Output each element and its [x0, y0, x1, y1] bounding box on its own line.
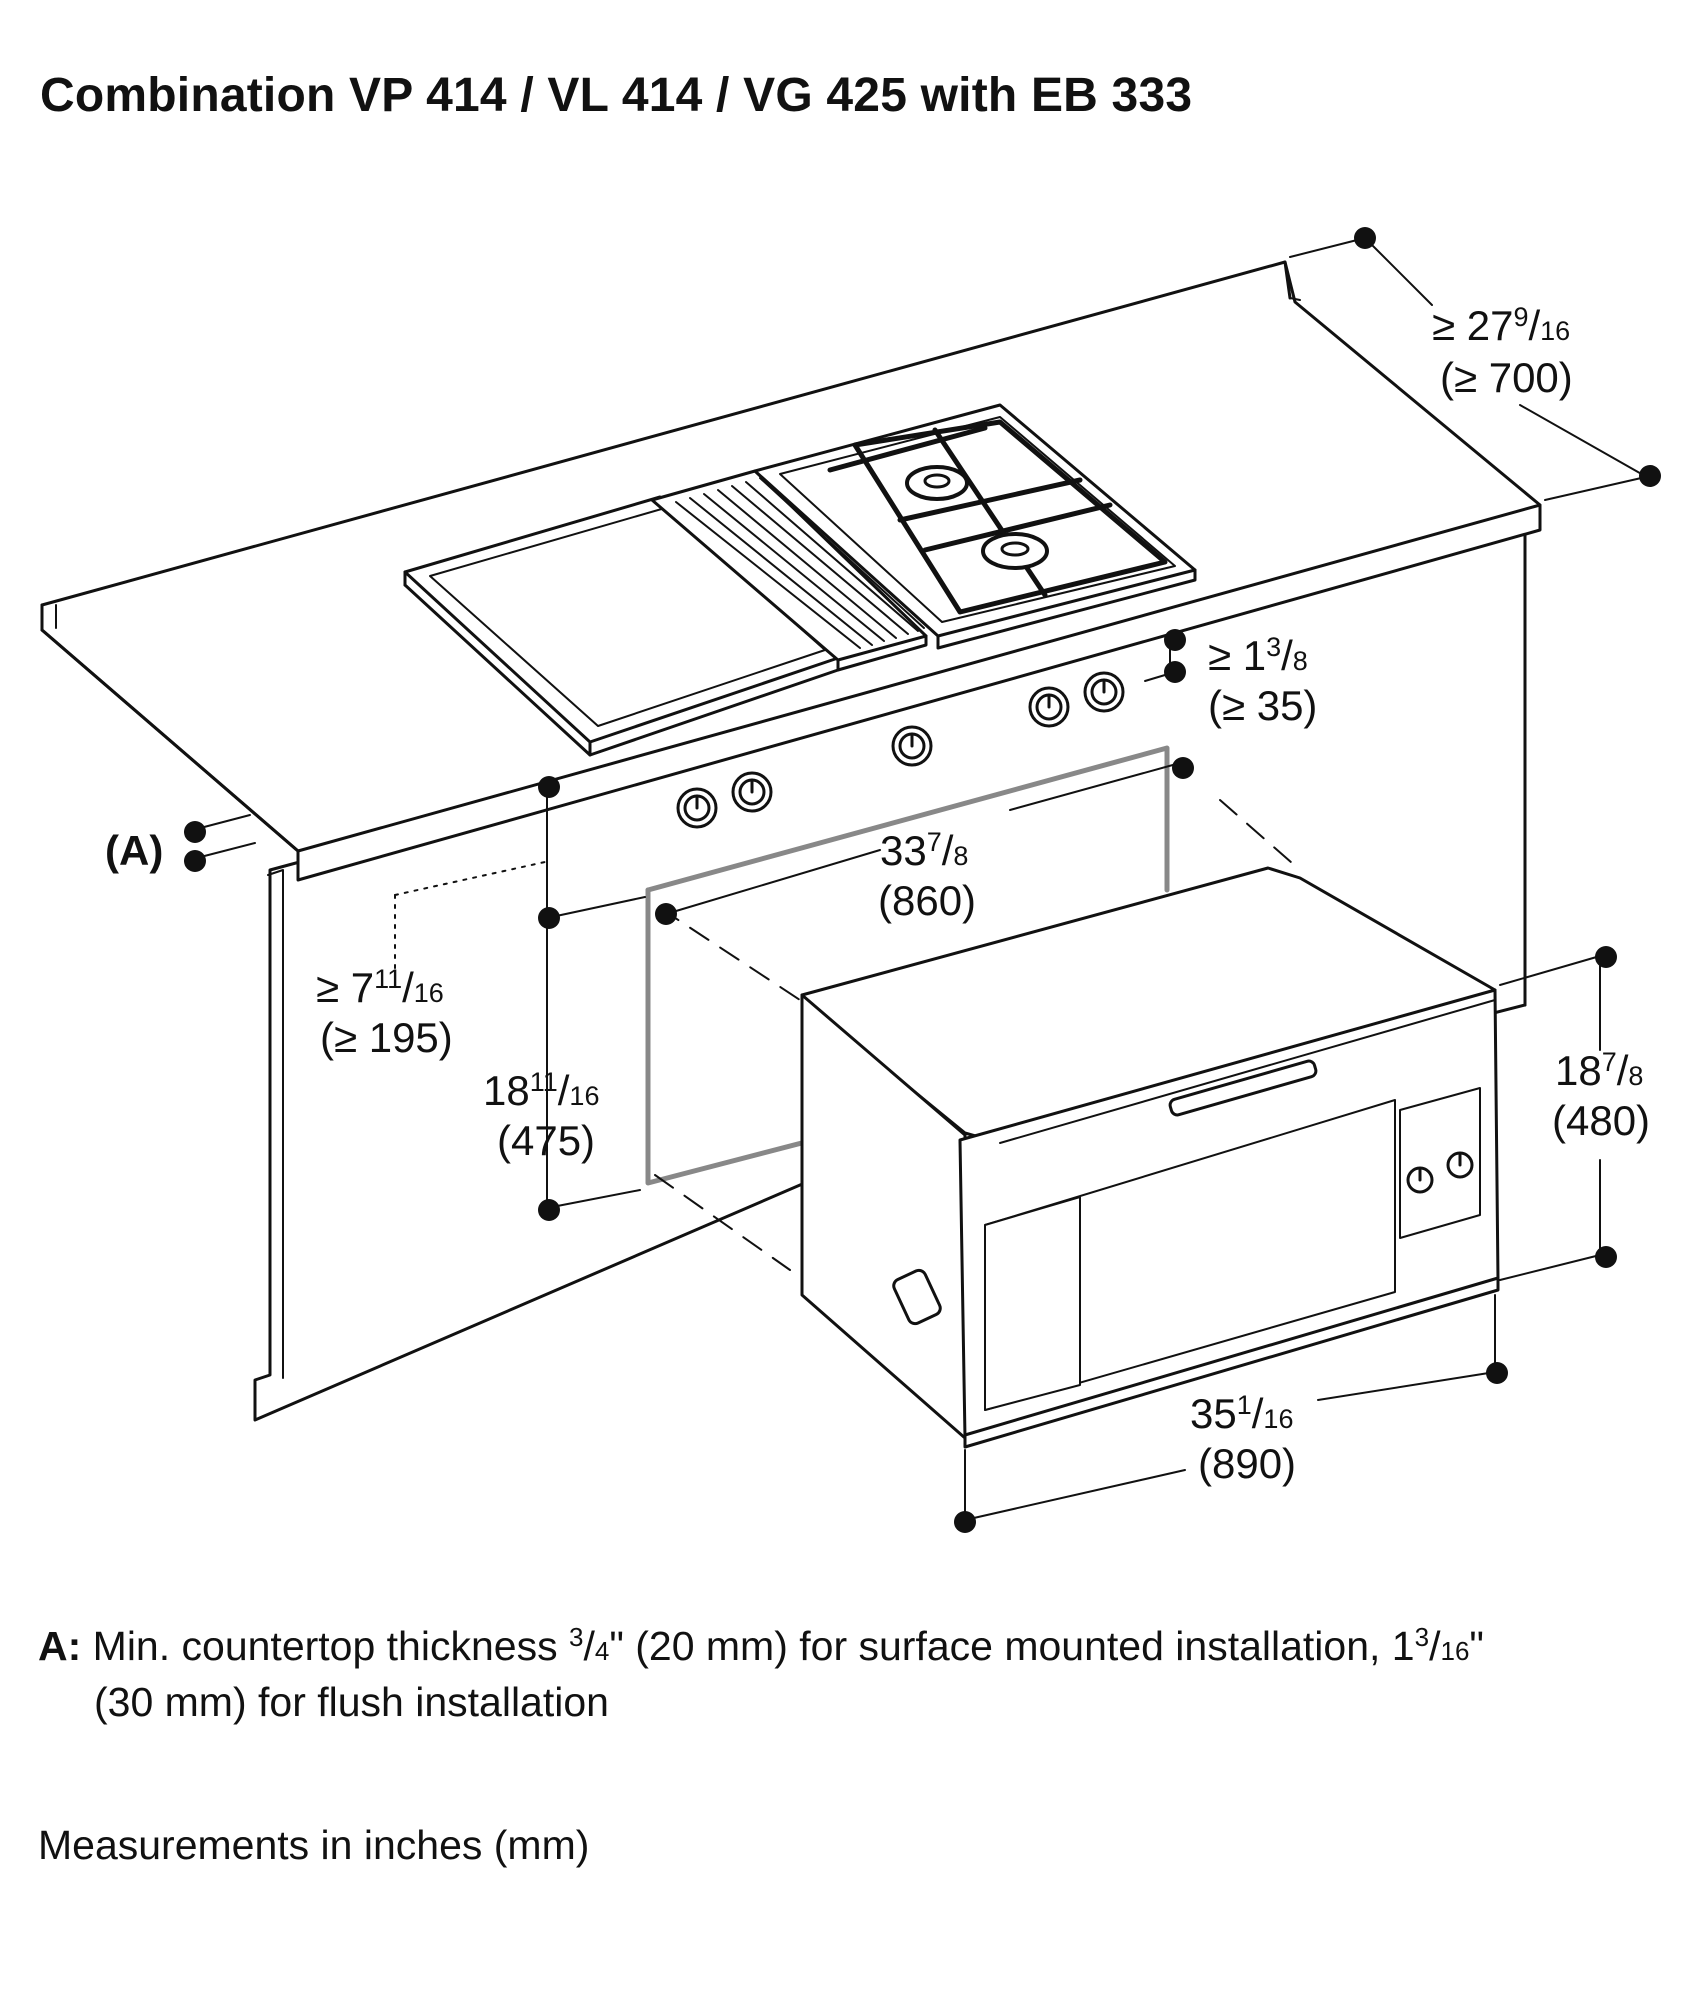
- dim-depth-mm: (≥ 700): [1440, 354, 1573, 401]
- note-label: A:: [38, 1623, 82, 1669]
- dim-clearance-inches: ≥ 13/8: [1208, 632, 1308, 679]
- knob-icon: [1446, 1151, 1474, 1179]
- dim-clearance-mm: (≥ 35): [1208, 682, 1317, 729]
- dim-appliance-height-mm: (480): [1552, 1097, 1650, 1144]
- dimension-labels: ≥ 279/16 (≥ 700) ≥ 13/8 (≥ 35) 337/8 (86…: [105, 302, 1650, 1487]
- ventilation-module: [650, 469, 928, 672]
- dim-distance-inches: ≥ 711/16: [316, 964, 444, 1011]
- dim-appliance-height-inches: 187/8: [1555, 1047, 1643, 1094]
- dim-depth-inches: ≥ 279/16: [1432, 302, 1570, 349]
- note-text-line2: (30 mm) for flush installation: [94, 1679, 609, 1725]
- dim-cutout-height-mm: (475): [497, 1117, 595, 1164]
- dim-cutout-width-mm: (860): [878, 877, 976, 924]
- knob-icon: [1406, 1166, 1434, 1194]
- knob-icon: [1083, 671, 1125, 713]
- dimension-dots: [184, 227, 1661, 1533]
- knob-icon: [891, 725, 933, 767]
- label-a: (A): [105, 827, 163, 874]
- dim-distance-mm: (≥ 195): [320, 1014, 453, 1061]
- knob-icon: [731, 771, 773, 813]
- page-title: Combination VP 414 / VL 414 / VG 425 wit…: [40, 69, 1193, 122]
- gas-cooktop: [753, 403, 1197, 650]
- dim-appliance-width-inches: 351/16: [1190, 1390, 1293, 1437]
- measurement-units-note: Measurements in inches (mm): [38, 1822, 590, 1868]
- dim-cutout-width-inches: 337/8: [880, 827, 968, 874]
- dim-appliance-width-mm: (890): [1198, 1440, 1296, 1487]
- note-text: Min. countertop thickness: [92, 1623, 569, 1669]
- dimension-lines: [184, 237, 1651, 1521]
- warming-drawer: [800, 866, 1500, 1449]
- projection-lines: [654, 799, 1301, 1271]
- knob-icon: [676, 787, 718, 829]
- dim-cutout-height-inches: 1811/16: [483, 1067, 599, 1114]
- control-knobs: [676, 671, 1125, 829]
- countertop-note: A: Min. countertop thickness 3/4" (20 mm…: [38, 1612, 1658, 1728]
- knob-icon: [1028, 686, 1070, 728]
